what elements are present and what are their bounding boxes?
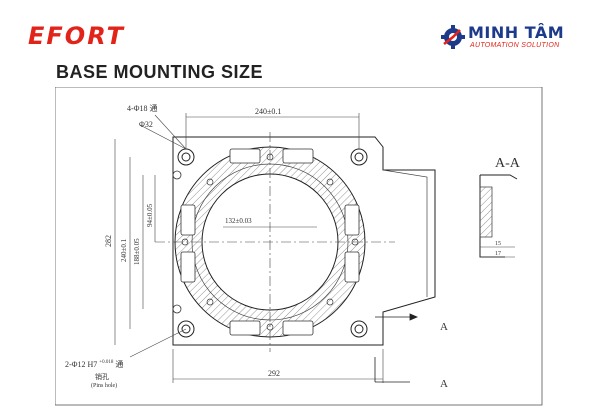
efort-logo: EFORT [28,22,125,50]
hole-note: 4-Φ18 通 [127,103,158,113]
mounting-drawing: 4-Φ18 通 Φ32 240±0.1 282 240±0.1 188±0.05… [55,87,543,406]
drawing-frame [55,87,543,406]
gear-icon [441,25,465,49]
arrow-a-2: A [440,378,448,390]
minhtam-name: MINH TÂM [468,23,565,42]
dim-282: 282 [104,235,113,247]
pin-hole-cn: 销孔 [95,372,109,381]
pin-hole-en: (Pins hole) [91,382,117,389]
minhtam-tagline: AUTOMATION SOLUTION [470,42,560,49]
page-title: BASE MOUNTING SIZE [56,62,264,82]
dim-15: 15 [495,241,501,247]
dim-132: 132±0.03 [225,217,252,225]
dim-188: 188±0.05 [133,238,141,265]
base-outline [172,136,436,346]
section-label: A-A [495,156,521,171]
dim-17: 17 [495,251,501,257]
dim-240-top: 240±0.1 [255,107,281,116]
pin-note: 2-Φ12 H7 +0.018 通 [65,359,123,369]
dim-292: 292 [268,369,280,378]
dim-240-left: 240±0.1 [120,238,128,262]
dim-94: 94±0.05 [146,203,154,227]
arrow-a-1: A [440,321,448,333]
minhtam-logo: MINH TÂM AUTOMATION SOLUTION [440,23,590,54]
diameter-32-label: Φ32 [139,120,153,129]
